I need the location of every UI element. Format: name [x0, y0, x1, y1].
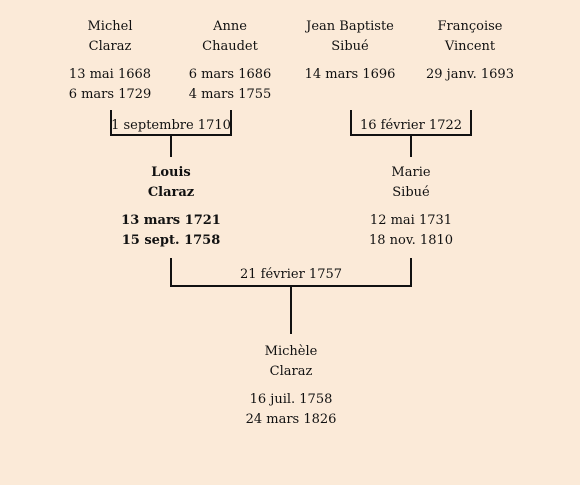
last-name: Claraz: [147, 185, 195, 200]
person-francoise-vincent: Françoise Vincent 29 janv. 1693: [400, 17, 540, 85]
person-jean-baptiste-sibue: Jean Baptiste Sibué 14 mars 1696: [280, 17, 420, 85]
person-anne-chaudet: Anne Chaudet 6 mars 1686 4 mars 1755: [160, 17, 300, 105]
first-name: Louis: [151, 165, 191, 180]
first-name: Michèle: [264, 344, 318, 359]
death-date: 24 mars 1826: [245, 412, 337, 427]
person-michel-claraz: Michel Claraz 13 mai 1668 6 mars 1729: [40, 17, 180, 105]
first-name: Anne: [213, 19, 247, 34]
birth-date: 12 mai 1731: [369, 213, 453, 228]
birth-date: 13 mai 1668: [68, 67, 152, 82]
marriage-date-louis-marie: 21 février 1757: [239, 267, 343, 282]
birth-date: 6 mars 1686: [188, 67, 272, 82]
last-name: Sibué: [392, 185, 430, 200]
death-date: 18 nov. 1810: [368, 233, 454, 248]
death-date: 6 mars 1729: [68, 87, 152, 102]
last-name: Claraz: [269, 364, 313, 379]
birth-date: 16 juil. 1758: [249, 392, 333, 407]
marriage-date-sibue-vincent: 16 février 1722: [359, 118, 463, 133]
first-name: Jean Baptiste: [306, 19, 394, 34]
birth-date: 29 janv. 1693: [426, 67, 514, 82]
first-name: Marie: [391, 165, 431, 180]
last-name: Sibué: [331, 39, 369, 54]
person-louis-claraz: Louis Claraz 13 mars 1721 15 sept. 1758: [101, 163, 241, 251]
birth-date: 14 mars 1696: [304, 67, 396, 82]
person-marie-sibue: Marie Sibué 12 mai 1731 18 nov. 1810: [341, 163, 481, 251]
death-date: 15 sept. 1758: [121, 233, 221, 248]
birth-date: 13 mars 1721: [121, 213, 221, 228]
person-michele-claraz: Michèle Claraz 16 juil. 1758 24 mars 182…: [221, 342, 361, 430]
marriage-date-claraz-chaudet: 1 septembre 1710: [111, 118, 231, 133]
death-date: 4 mars 1755: [188, 87, 272, 102]
last-name: Chaudet: [202, 39, 258, 54]
last-name: Vincent: [444, 39, 496, 54]
first-name: Françoise: [437, 19, 503, 34]
first-name: Michel: [87, 19, 133, 34]
last-name: Claraz: [88, 39, 132, 54]
